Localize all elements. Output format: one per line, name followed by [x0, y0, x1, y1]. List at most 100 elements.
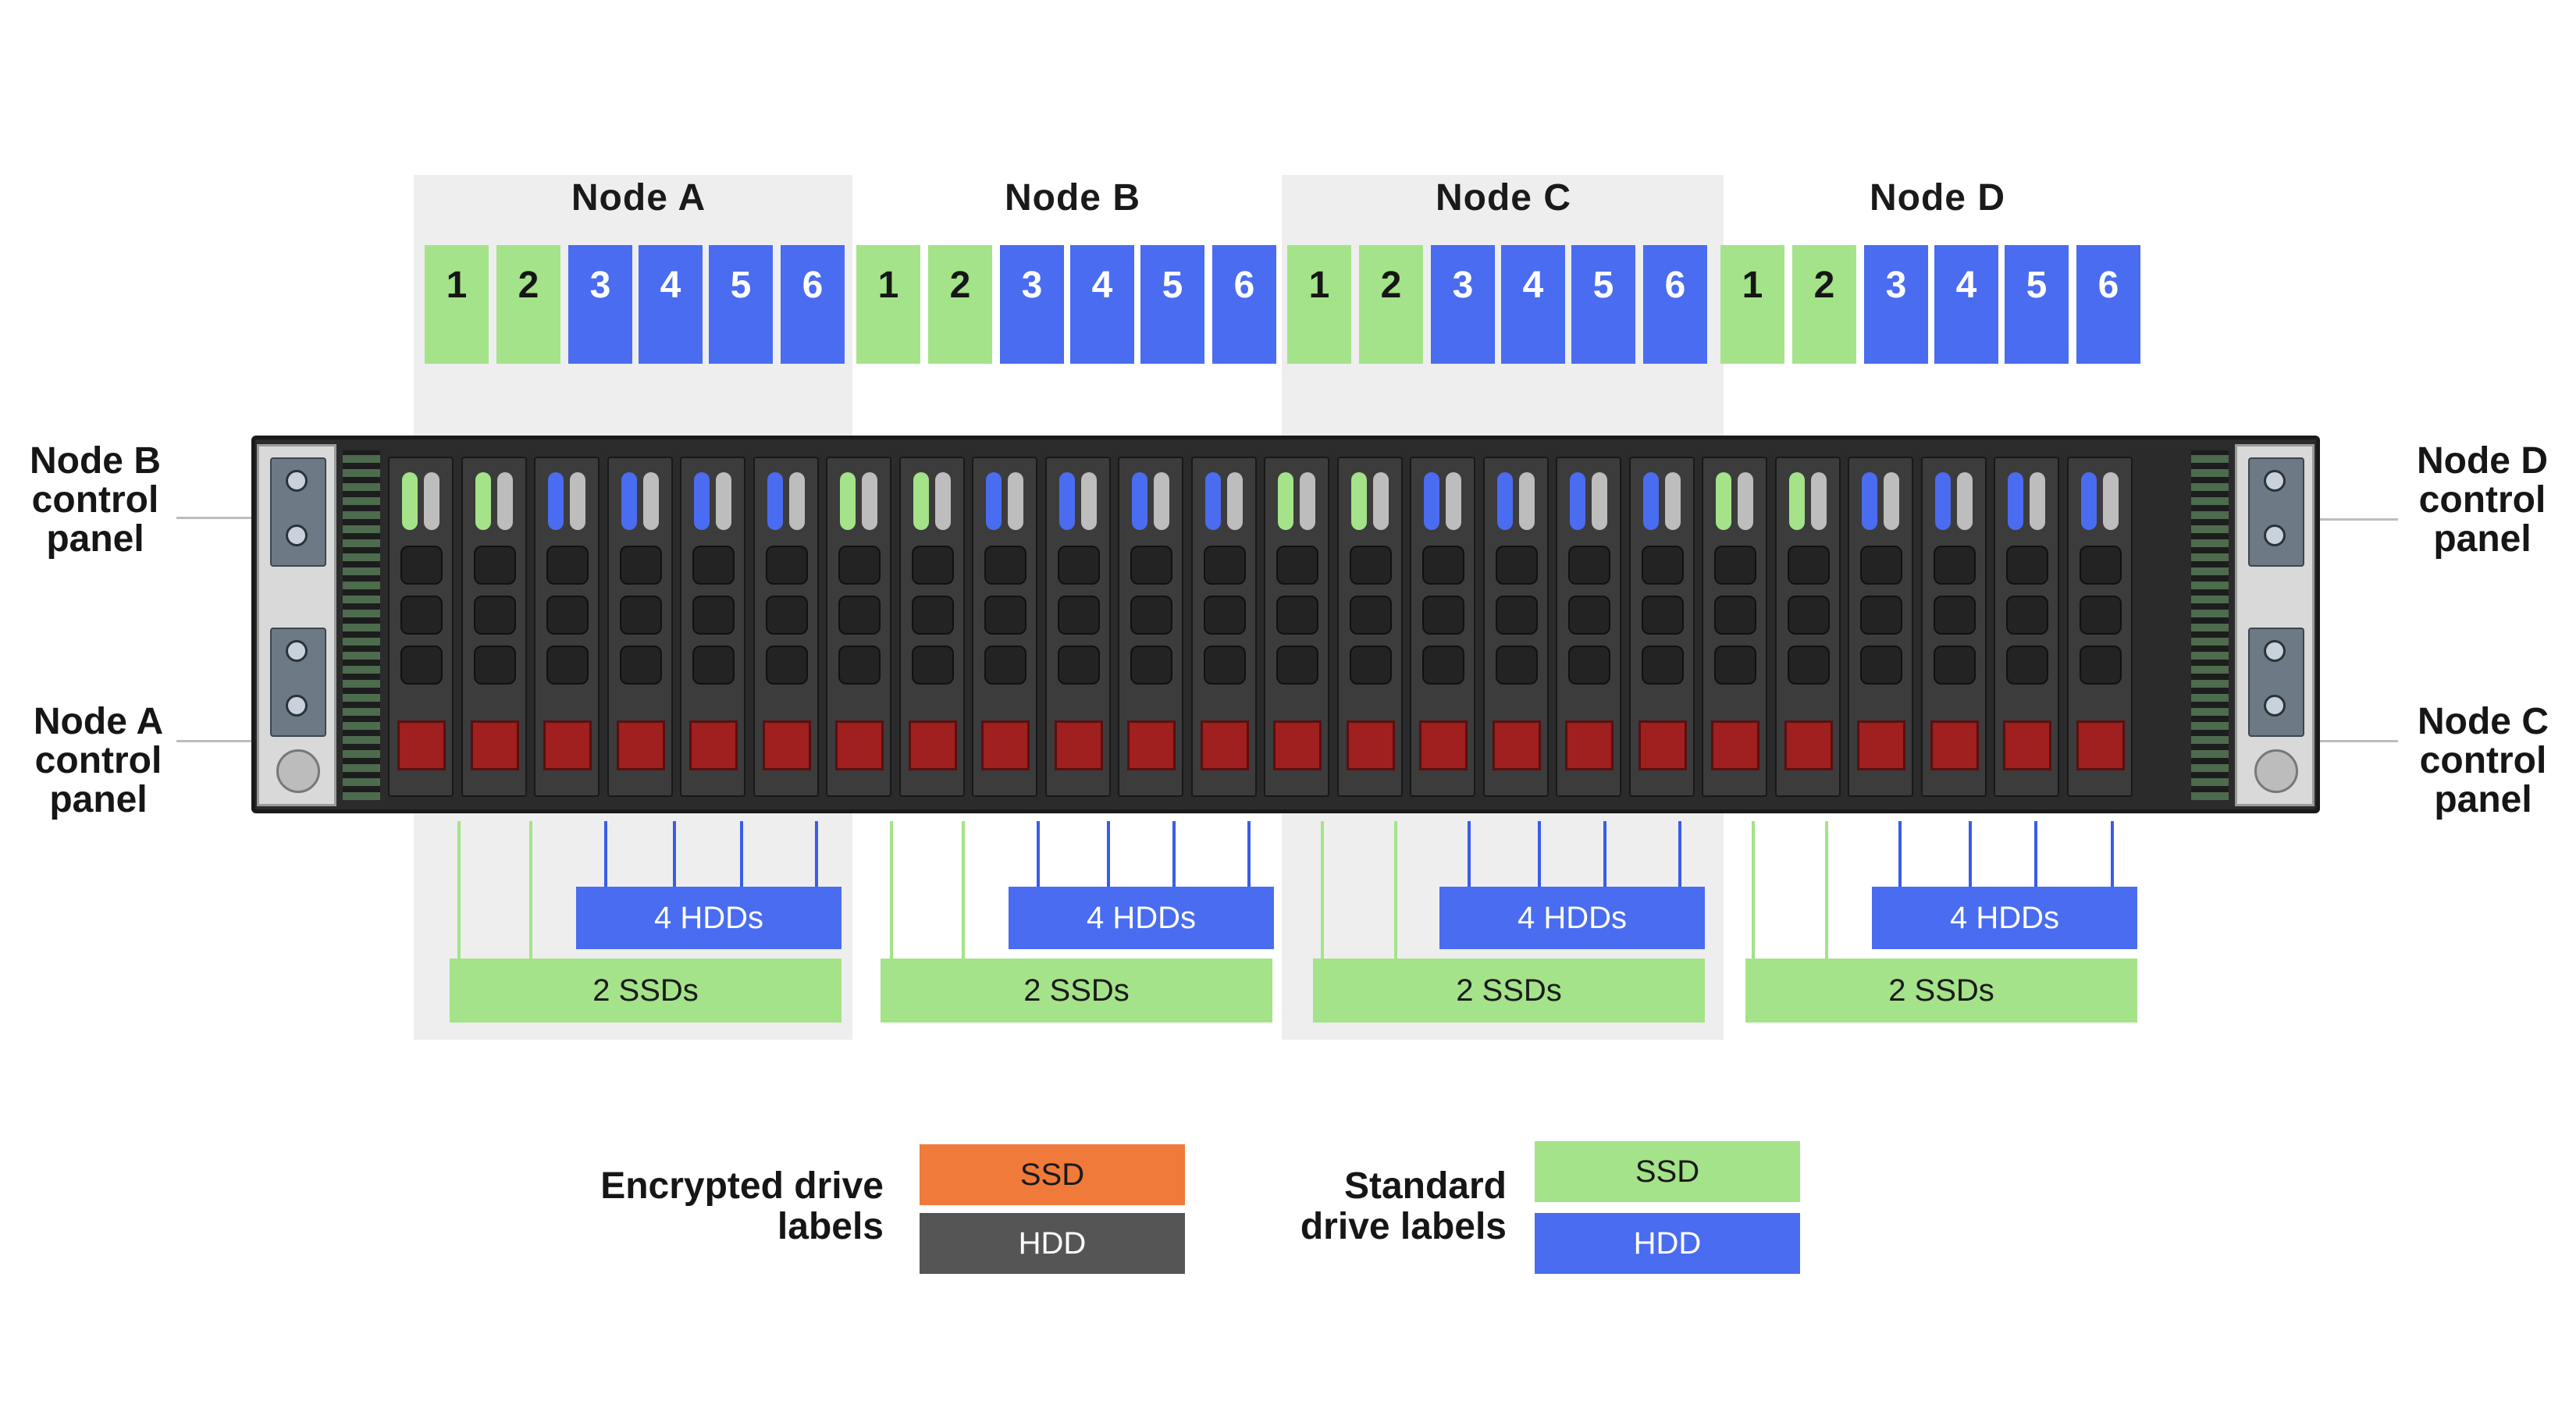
drive-label-tab [1059, 472, 1075, 530]
drive-bay [1556, 457, 1621, 797]
drive-release-handle[interactable] [1930, 720, 1979, 770]
drive-latch [424, 472, 439, 530]
drive-vent [473, 596, 516, 635]
node-c-hdd-connector [1468, 821, 1471, 888]
node-b-drive-5-tile: 5 [1140, 245, 1204, 364]
node-a-title: Node A [571, 177, 706, 219]
node-d-ssd-group: 2 SSDs [1745, 959, 2137, 1023]
thumbscrew-icon [276, 749, 320, 793]
node-a-hdd-group: 4 HDDs [576, 887, 841, 949]
node-c-drive-3-tile: 3 [1431, 245, 1495, 364]
drive-vent [838, 646, 881, 685]
drive-release-handle[interactable] [397, 720, 446, 770]
drive-bay [1190, 457, 1257, 797]
encrypted-hdd-swatch: HDD [920, 1213, 1185, 1274]
encrypted-legend-title-text: Encrypted drive labels [600, 1165, 884, 1247]
drive-label-tab [1350, 472, 1367, 530]
drive-vent [400, 646, 443, 685]
node-d-hdd-connector [2111, 821, 2114, 888]
drive-latch [862, 472, 877, 530]
drive-vent [1860, 546, 1902, 585]
power-button-icon [286, 470, 308, 492]
standard-legend-title: Standard drive labels [1249, 1166, 1507, 1247]
drive-release-handle[interactable] [762, 720, 811, 770]
drive-vent [1130, 546, 1172, 585]
drive-vent [1787, 646, 1830, 685]
drive-label-tab [1934, 472, 1951, 530]
node-d-drive-6-tile: 6 [2076, 245, 2140, 364]
drive-release-handle[interactable] [1638, 720, 1687, 770]
drive-release-handle[interactable] [908, 720, 957, 770]
drive-release-handle[interactable] [543, 720, 592, 770]
drive-release-handle[interactable] [2003, 720, 2051, 770]
drive-vent [619, 646, 662, 685]
drive-bay [1482, 457, 1549, 797]
reset-button-icon [2264, 525, 2286, 546]
node-b-hdd-connector [1172, 821, 1176, 888]
drive-bay [972, 457, 1037, 797]
drive-bay [1118, 457, 1183, 797]
drive-label-tab [2080, 472, 2097, 530]
drive-latch [1372, 472, 1389, 530]
drive-latch [1226, 472, 1243, 530]
node-c-control-panel [2248, 628, 2304, 737]
drive-vent [2079, 546, 2122, 585]
drive-label-tab [1570, 472, 1585, 530]
drive-release-handle[interactable] [1419, 720, 1468, 770]
node-c-control-panel-label: Node C control panel [2418, 701, 2549, 820]
drive-vent [1641, 646, 1684, 685]
node-d-control-panel-label: Node D control panel [2417, 440, 2548, 560]
drive-release-handle[interactable] [1784, 720, 1833, 770]
node-c-hdd-connector [1538, 821, 1541, 888]
drive-latch [642, 472, 659, 530]
drive-vent [911, 546, 954, 585]
drive-bay [1044, 457, 1111, 797]
drive-vent [1714, 596, 1756, 635]
drive-release-handle[interactable] [1565, 720, 1614, 770]
node-a-drive-1-tile: 1 [425, 245, 489, 364]
drive-release-handle[interactable] [2076, 720, 2125, 770]
drive-bay [1410, 457, 1475, 797]
node-d-drive-4-tile: 4 [1934, 245, 1998, 364]
node-b-title: Node B [1005, 177, 1140, 219]
drive-vent [1276, 596, 1318, 635]
drive-release-handle[interactable] [1857, 720, 1905, 770]
node-b-ssd-group: 2 SSDs [881, 959, 1272, 1023]
drive-release-handle[interactable] [1200, 720, 1249, 770]
drive-release-handle[interactable] [1346, 720, 1395, 770]
drive-vent [1203, 596, 1246, 635]
drive-release-handle[interactable] [689, 720, 738, 770]
node-a-hdd-connector [604, 821, 607, 888]
node-a-drive-5-tile: 5 [709, 245, 773, 364]
drive-release-handle[interactable] [1273, 720, 1322, 770]
drive-release-handle[interactable] [981, 720, 1030, 770]
drive-latch [788, 472, 805, 530]
node-d-drive-2-tile: 2 [1792, 245, 1856, 364]
drive-release-handle[interactable] [835, 720, 884, 770]
drive-latch [1080, 472, 1097, 530]
power-button-icon [2264, 640, 2286, 662]
right-ear [2235, 444, 2314, 806]
drive-release-handle[interactable] [1127, 720, 1176, 770]
node-c-drive-2-tile: 2 [1359, 245, 1423, 364]
node-d-leader-line [2320, 518, 2398, 521]
drive-release-handle[interactable] [470, 720, 519, 770]
drive-release-handle[interactable] [1492, 720, 1541, 770]
drive-vent [1933, 546, 1976, 585]
drive-release-handle[interactable] [1054, 720, 1103, 770]
drive-release-handle[interactable] [1711, 720, 1759, 770]
drive-vent [400, 546, 443, 585]
encrypted-ssd-swatch: SSD [920, 1144, 1185, 1205]
drive-vent [546, 546, 589, 585]
drive-label-tab [402, 472, 418, 530]
standard-hdd-swatch: HDD [1535, 1213, 1800, 1274]
drive-vent [2006, 646, 2048, 685]
drive-vent [838, 596, 881, 635]
drive-label-tab [548, 472, 564, 530]
drive-release-handle[interactable] [616, 720, 665, 770]
drive-label-tab [840, 472, 856, 530]
drive-label-tab [1496, 472, 1513, 530]
node-a-drive-4-tile: 4 [639, 245, 703, 364]
drive-vent [2006, 596, 2048, 635]
node-d-title: Node D [1870, 177, 2005, 219]
